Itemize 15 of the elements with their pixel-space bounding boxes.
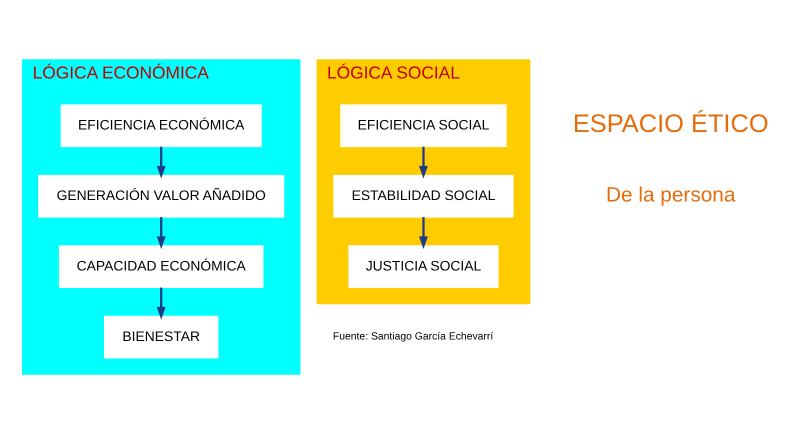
node-box: JUSTICIA SOCIAL <box>348 244 499 288</box>
arrow <box>419 146 428 178</box>
node-box: BIENESTAR <box>104 315 218 358</box>
node-box: EFICIENCIA ECONÓMICA <box>60 104 262 147</box>
arrow <box>156 287 166 320</box>
arrow <box>419 216 428 249</box>
label: De la persona <box>606 182 736 206</box>
node-box: CAPACIDAD ECONÓMICA <box>58 244 264 288</box>
arrow <box>156 216 166 249</box>
node-box: EFICIENCIA SOCIAL <box>340 104 507 147</box>
label: Fuente: Santiago García Echevarrí <box>332 331 494 342</box>
label: ESPACIO ÉTICO <box>572 110 769 138</box>
node-box: ESTABILIDAD SOCIAL <box>333 174 514 218</box>
arrow <box>156 146 166 178</box>
node-box: GENERACIÓN VALOR AÑADIDO <box>38 174 284 218</box>
